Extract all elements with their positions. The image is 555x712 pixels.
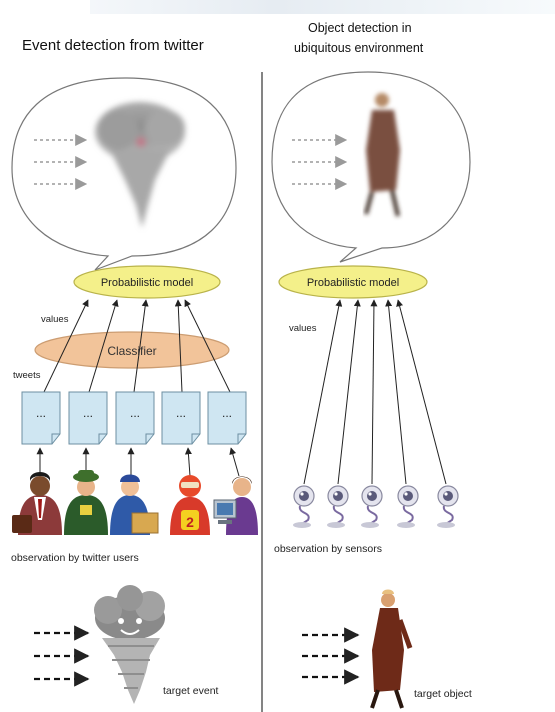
classifier-label: Classifier — [107, 344, 156, 358]
camera-sensor-icon — [397, 485, 419, 528]
walking-person-icon — [370, 589, 413, 709]
tweet-box-text: ... — [36, 406, 46, 420]
delivery-worker-icon — [110, 474, 159, 535]
left-target-arrows — [34, 625, 90, 687]
left-probabilistic-model: Probabilistic model — [73, 265, 221, 299]
blurred-tornado-icon — [95, 102, 185, 228]
tweets-label: tweets — [13, 370, 41, 381]
top-band — [90, 0, 555, 14]
left-bubble-arrows — [34, 134, 88, 190]
right-target-label: target object — [414, 688, 472, 700]
racer-icon: 2 — [170, 475, 210, 535]
tweet-box: ... — [68, 391, 108, 445]
tweet-box: ... — [21, 391, 61, 445]
right-values-label: values — [289, 323, 317, 334]
sensor-arrows — [303, 299, 447, 485]
tornado-icon — [94, 585, 165, 704]
tweet-box: ... — [207, 391, 247, 445]
left-title: Event detection from twitter — [22, 37, 204, 54]
left-tweet-arrows — [43, 299, 231, 393]
computer-user-icon — [213, 476, 258, 535]
svg-text:2: 2 — [186, 514, 194, 530]
right-observation-label: observation by sensors — [274, 543, 382, 555]
businessman-icon — [12, 472, 62, 535]
camera-sensor-icon — [327, 485, 349, 528]
right-bubble-arrows — [292, 134, 348, 190]
tweet-box: ... — [115, 391, 155, 445]
right-target-arrows — [302, 627, 360, 685]
blurred-walking-person-icon — [364, 93, 400, 217]
tweet-box-text: ... — [222, 406, 232, 420]
tweet-box-text: ... — [83, 406, 93, 420]
right-title-line2: ubiquitous environment — [294, 41, 424, 55]
right-probabilistic-model: Probabilistic model — [278, 265, 428, 299]
tweet-box-text: ... — [176, 406, 186, 420]
left-values-label: values — [41, 314, 69, 325]
right-title-line1: Object detection in — [308, 21, 412, 35]
left-model-label: Probabilistic model — [101, 277, 193, 289]
camera-sensor-icon — [361, 485, 383, 528]
camera-sensor-icon — [437, 485, 459, 528]
user-to-tweet-arrows — [36, 447, 240, 477]
tweet-box-text: ... — [130, 406, 140, 420]
camera-sensor-icon — [293, 485, 315, 528]
left-target-label: target event — [163, 685, 219, 697]
left-observation-label: observation by twitter users — [11, 552, 139, 564]
soldier-icon — [64, 470, 108, 535]
tweet-box: ... — [161, 391, 201, 445]
right-model-label: Probabilistic model — [307, 277, 399, 289]
